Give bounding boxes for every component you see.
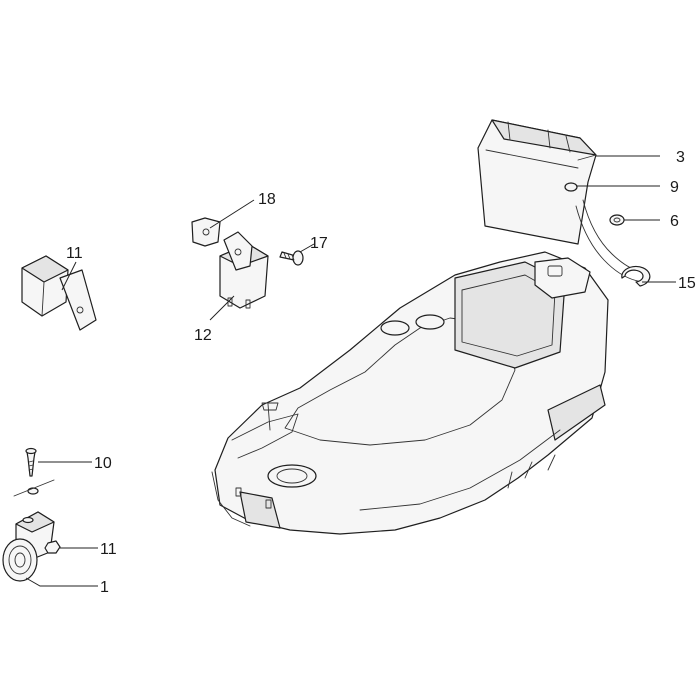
leader-line-18 [209, 199, 255, 229]
callout-labels: 3 9 6 15 18 17 12 11 10 11 1 [66, 149, 696, 596]
callout-17: 17 [310, 235, 328, 252]
helmet-compartment [211, 251, 609, 535]
vent-elbow [564, 182, 578, 192]
callout-18: 18 [258, 191, 276, 208]
leader-line-17 [299, 243, 315, 253]
battery [477, 119, 649, 283]
callout-15: 15 [678, 275, 696, 292]
callout-3: 3 [676, 149, 685, 166]
leader-line-1 [25, 577, 98, 587]
callout-11-top: 11 [66, 245, 83, 262]
mounting-plate [13, 479, 55, 497]
leader-line-11-top [61, 261, 77, 291]
snap-ring [621, 265, 651, 287]
callout-11-bottom: 11 [100, 541, 117, 558]
horn-screw [25, 447, 37, 477]
horn-washer [27, 487, 39, 495]
callout-1: 1 [100, 579, 109, 596]
callout-6: 6 [670, 213, 679, 230]
callout-10: 10 [94, 455, 112, 472]
relay-clip [191, 217, 221, 247]
horn-nut [44, 540, 61, 554]
leader-lines [25, 155, 676, 587]
screw [279, 250, 304, 266]
leader-line-12 [209, 295, 235, 321]
relay [219, 231, 269, 309]
callout-9: 9 [670, 179, 679, 196]
washer [609, 214, 625, 226]
callout-12: 12 [194, 327, 212, 344]
relay-with-bracket [21, 255, 97, 331]
